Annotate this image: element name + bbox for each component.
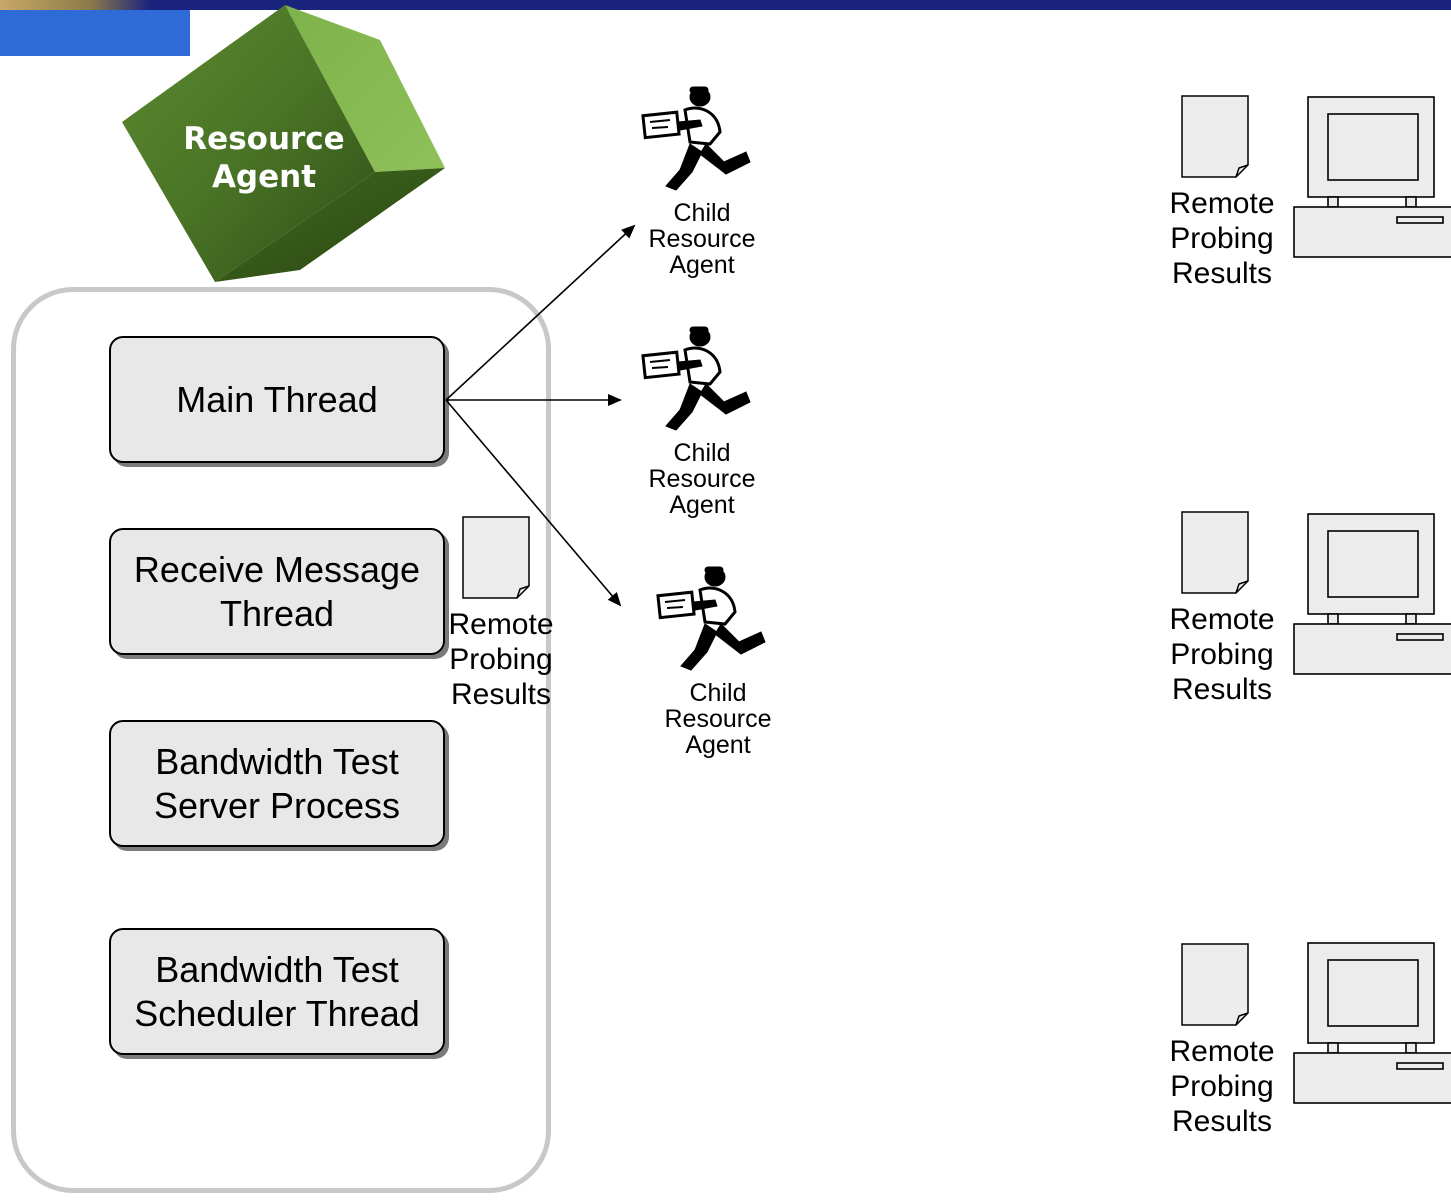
resource-agent-cube bbox=[100, 0, 460, 290]
computer-icon bbox=[1293, 942, 1451, 1106]
child-agent-1-label: Child Resource Agent bbox=[648, 199, 756, 279]
bandwidth-test-server-label: Bandwidth Test Server Process bbox=[153, 740, 401, 826]
arrow-to-child-agent-1 bbox=[445, 224, 636, 401]
header-bar bbox=[0, 0, 1451, 10]
receive-message-thread-box[interactable]: Receive Message Thread bbox=[109, 528, 445, 655]
local-results-label: Remote Probing Results bbox=[448, 608, 554, 711]
resource-agent-label: Resource Agent bbox=[183, 121, 345, 195]
remote-results-document-icon bbox=[1181, 943, 1251, 1027]
receive-message-thread-label: Receive Message Thread bbox=[133, 548, 421, 634]
arrow-to-child-agent-3 bbox=[445, 399, 622, 607]
remote-results-document-icon bbox=[1181, 95, 1251, 179]
bandwidth-test-scheduler-label: Bandwidth Test Scheduler Thread bbox=[134, 948, 420, 1034]
header-logo-strip bbox=[0, 0, 150, 10]
child-agent-3-label: Child Resource Agent bbox=[664, 679, 772, 759]
bandwidth-test-scheduler-box[interactable]: Bandwidth Test Scheduler Thread bbox=[109, 928, 445, 1055]
courier-icon bbox=[640, 82, 752, 194]
main-thread-box[interactable]: Main Thread bbox=[109, 336, 445, 463]
remote-results-3-label: Remote Probing Results bbox=[1169, 1035, 1275, 1138]
courier-icon bbox=[655, 562, 767, 674]
remote-results-2-label: Remote Probing Results bbox=[1169, 603, 1275, 706]
remote-results-document-icon bbox=[1181, 511, 1251, 595]
courier-icon bbox=[640, 322, 752, 434]
header-tab bbox=[0, 10, 190, 56]
main-thread-label: Main Thread bbox=[176, 378, 378, 420]
resource-agent-container bbox=[11, 287, 551, 1193]
remote-results-1-label: Remote Probing Results bbox=[1169, 187, 1275, 290]
bandwidth-test-server-box[interactable]: Bandwidth Test Server Process bbox=[109, 720, 445, 847]
computer-icon bbox=[1293, 513, 1451, 677]
local-results-document-icon bbox=[462, 516, 532, 600]
computer-icon bbox=[1293, 96, 1451, 260]
child-agent-2-label: Child Resource Agent bbox=[648, 439, 756, 519]
